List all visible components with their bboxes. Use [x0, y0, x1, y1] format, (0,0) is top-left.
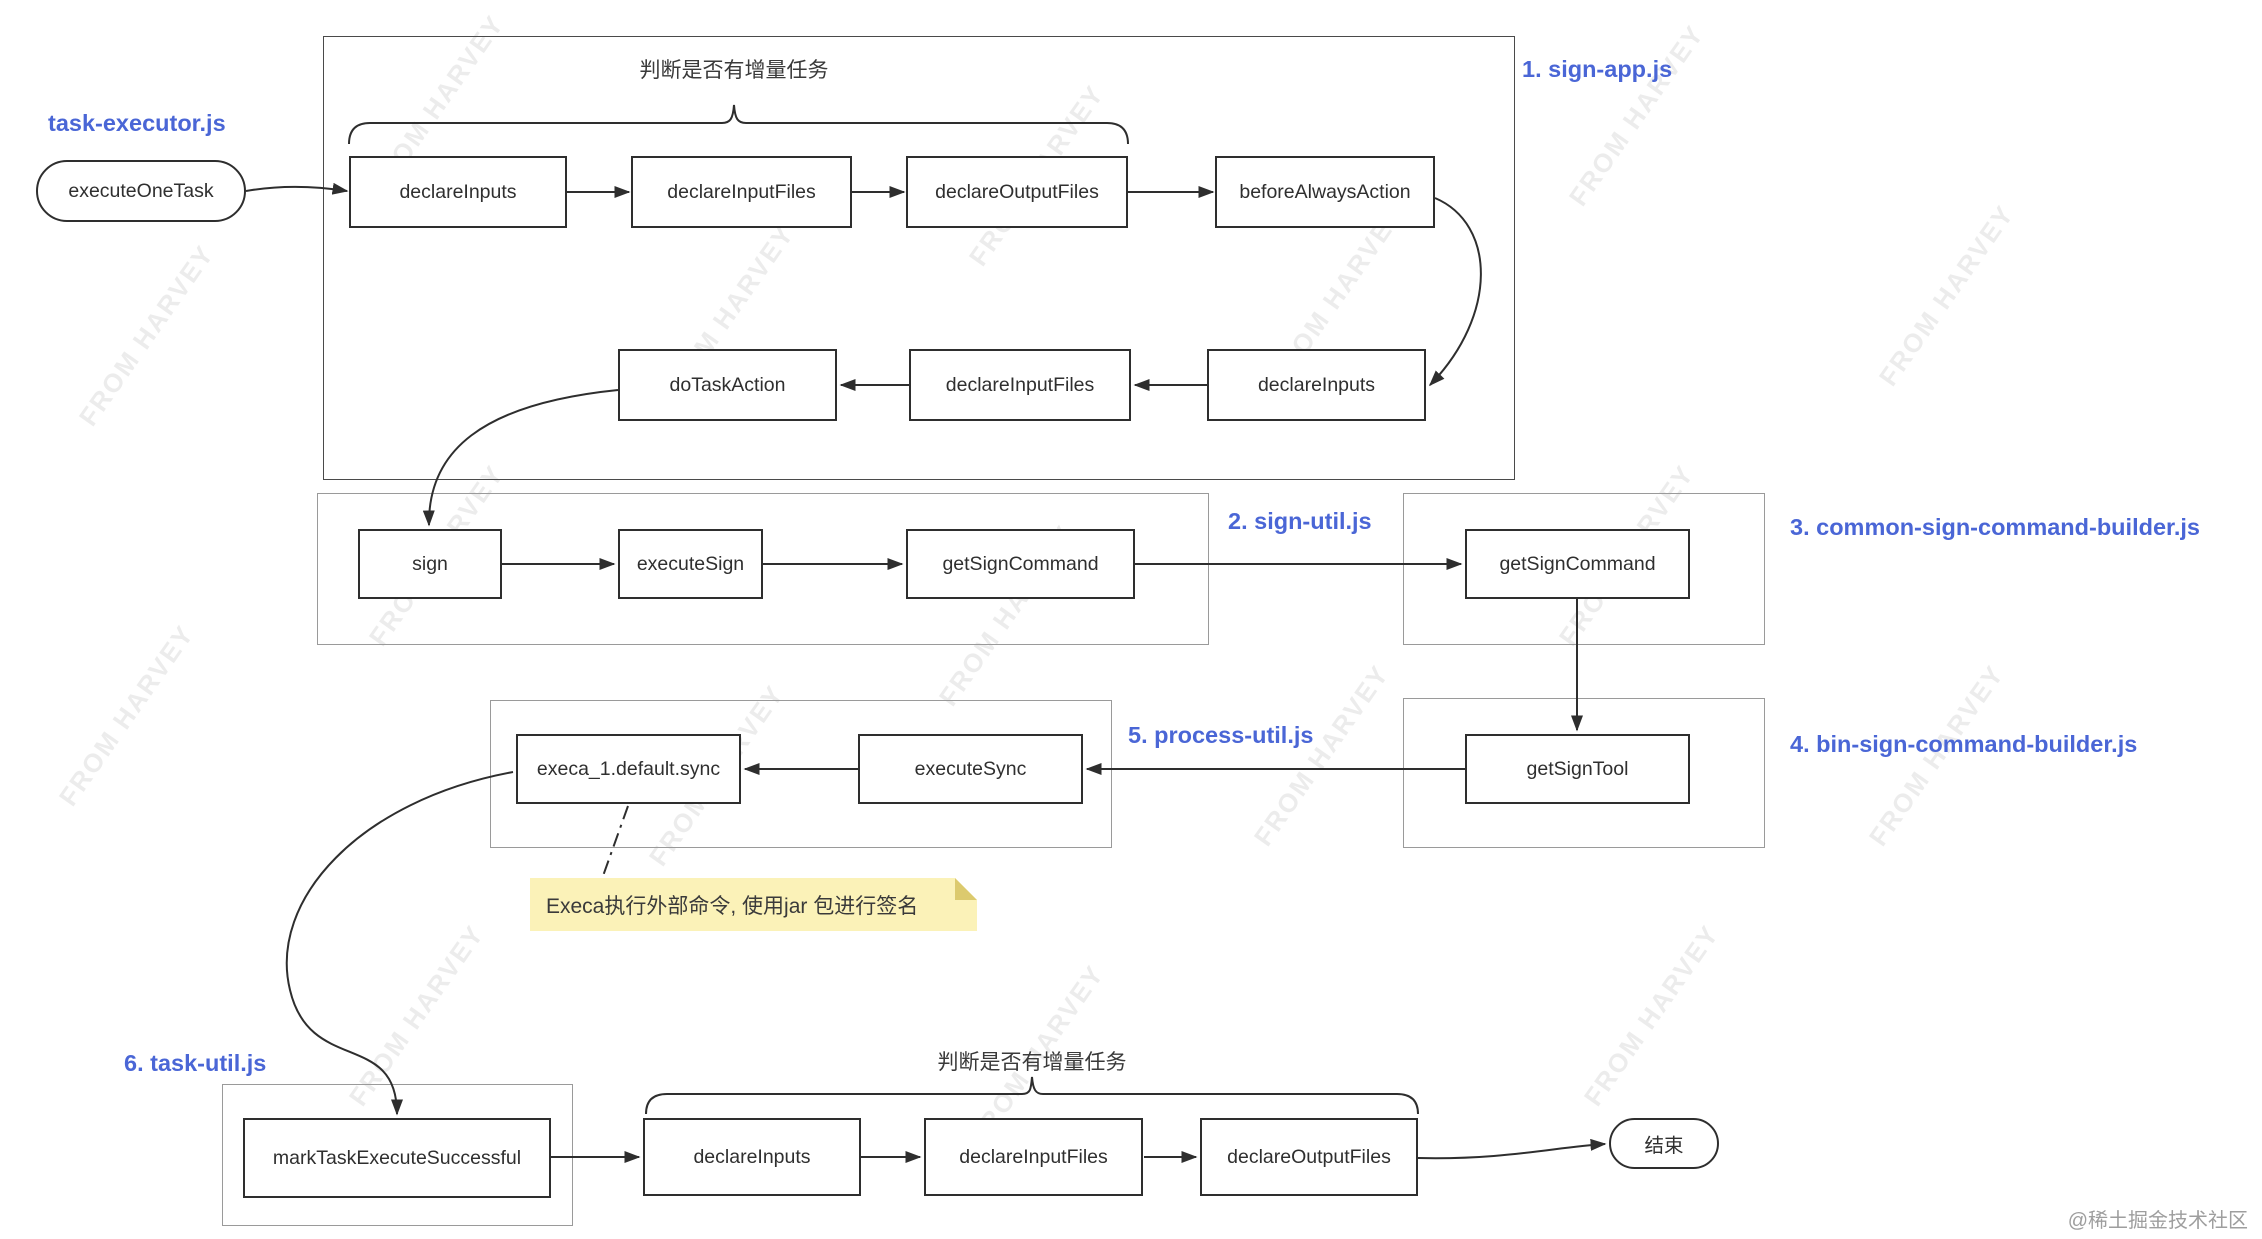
- sticky-note: Execa执行外部命令, 使用jar 包进行签名: [530, 878, 977, 931]
- watermark-text: FROM HARVEY: [1577, 919, 1725, 1112]
- node-execute-sync: executeSync: [858, 734, 1083, 804]
- node-execa-default-sync: execa_1.default.sync: [516, 734, 741, 804]
- credit-watermark: @稀土掘金技术社区: [2067, 1210, 2248, 1232]
- watermark-text: FROM HARVEY: [342, 919, 490, 1112]
- watermark-text: FROM HARVEY: [1562, 19, 1710, 212]
- file-label-common-sign-command-builder: 3. common-sign-command-builder.js: [1790, 514, 2200, 540]
- node-execute-one-task: executeOneTask: [36, 160, 246, 222]
- node-declare-inputs-2: declareInputs: [1207, 349, 1426, 421]
- node-get-sign-tool: getSignTool: [1465, 734, 1690, 804]
- container-sign-util: [317, 493, 1209, 645]
- node-declare-output-files-bottom: declareOutputFiles: [1200, 1118, 1418, 1196]
- node-declare-inputs-1: declareInputs: [349, 156, 567, 228]
- file-label-task-executor: task-executor.js: [48, 110, 226, 136]
- brace-note-top: 判断是否有增量任务: [639, 59, 829, 82]
- node-sign: sign: [358, 529, 502, 599]
- file-label-bin-sign-command-builder: 4. bin-sign-command-builder.js: [1790, 731, 2138, 757]
- node-execute-sign: executeSign: [618, 529, 763, 599]
- container-common-sign-command-builder: [1403, 493, 1765, 645]
- watermark-text: FROM HARVEY: [52, 619, 200, 812]
- node-declare-inputs-bottom: declareInputs: [643, 1118, 861, 1196]
- node-declare-output-files-1: declareOutputFiles: [906, 156, 1128, 228]
- file-label-sign-util: 2. sign-util.js: [1228, 508, 1372, 534]
- container-sign-app: [323, 36, 1515, 480]
- node-end: 结束: [1609, 1118, 1719, 1169]
- node-declare-input-files-bottom: declareInputFiles: [924, 1118, 1143, 1196]
- node-mark-task-execute-successful: markTaskExecuteSuccessful: [243, 1118, 551, 1198]
- watermark-text: FROM HARVEY: [1872, 199, 2020, 392]
- sticky-note-text: Execa执行外部命令, 使用jar 包进行签名: [546, 894, 919, 918]
- file-label-sign-app: 1. sign-app.js: [1522, 56, 1673, 82]
- brace-note-bottom: 判断是否有增量任务: [937, 1051, 1127, 1074]
- watermark-text: FROM HARVEY: [1247, 659, 1395, 852]
- node-before-always-action: beforeAlwaysAction: [1215, 156, 1435, 228]
- file-label-process-util: 5. process-util.js: [1128, 722, 1314, 748]
- arrow-declareoutputfiles-end: [1417, 1138, 1607, 1160]
- watermark-text: FROM HARVEY: [72, 239, 220, 432]
- node-get-sign-command-util: getSignCommand: [906, 529, 1135, 599]
- container-bin-sign-command-builder: [1403, 698, 1765, 848]
- node-declare-input-files-1: declareInputFiles: [631, 156, 852, 228]
- node-get-sign-command-builder: getSignCommand: [1465, 529, 1690, 599]
- node-do-task-action: doTaskAction: [618, 349, 837, 421]
- node-declare-input-files-2: declareInputFiles: [909, 349, 1131, 421]
- note-fold-flap-icon: [955, 878, 977, 900]
- file-label-task-util: 6. task-util.js: [124, 1050, 267, 1076]
